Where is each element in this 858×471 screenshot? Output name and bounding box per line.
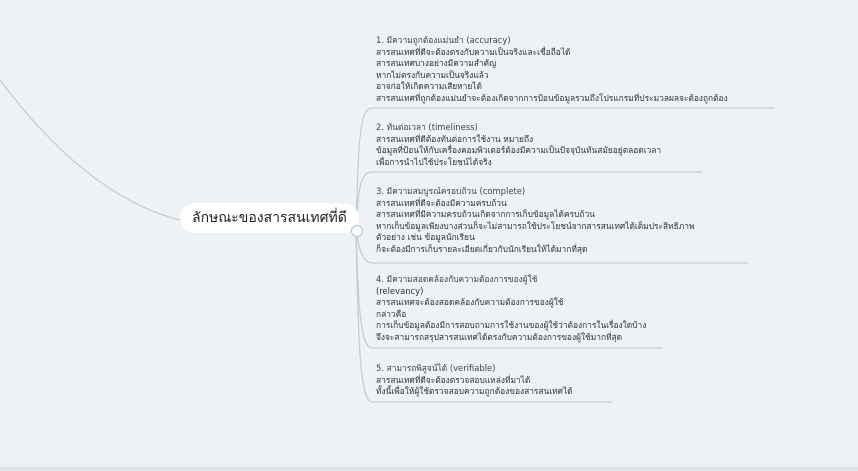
subtopic-title: 2. ทันต่อเวลา (timeliness) xyxy=(376,122,478,132)
subtopic-title: 5. สามารถพิสูจน์ได้ (verifiable) xyxy=(376,363,496,373)
subtopic-timeliness[interactable]: 2. ทันต่อเวลา (timeliness) สารสนเทศที่ดี… xyxy=(376,122,661,168)
subtopic-line: ข้อมูลที่ป้อนให้กับเครื่องคอมพิวเตอร์ต้อ… xyxy=(376,145,662,156)
subtopic-title: 4. มีความสอดคล้องกับความต้องการของผู้ใช้ xyxy=(376,274,538,284)
subtopic-line: (relevancy) xyxy=(376,285,424,296)
subtopic-line: สารสนเทศที่ดีต้องทันต่อการใช้งาน หมายถึง xyxy=(376,133,534,144)
subtopic-line: กล่าวคือ xyxy=(376,308,407,319)
subtopic-line: สารสนเทศที่ถูกต้องแม่นยำจะต้องเกิดจากการ… xyxy=(376,92,728,103)
subtopic-line: สารสนเทศบางอย่างมีความสำคัญ xyxy=(376,58,497,69)
bottom-scroll-edge xyxy=(0,467,858,471)
subtopic-line: ก็จะต้องมีการเก็บรายละเอียดเกี่ยวกับนักเ… xyxy=(376,243,588,254)
subtopic-line: ทั้งนี้เพื่อให้ผู้ใช้ตรวจสอบความถูกต้องข… xyxy=(376,386,573,397)
subtopic-line: จึงจะสามารถสรุปสารสนเทศได้ตรงกับความต้อง… xyxy=(376,331,623,342)
subtopic-verifiable[interactable]: 5. สามารถพิสูจน์ได้ (verifiable) สารสนเท… xyxy=(376,363,573,398)
central-topic-label: ลักษณะของสารสนเทศที่ดี xyxy=(192,210,347,226)
subtopic-title: 3. มีความสมบูรณ์ครอบถ้วน (complete) xyxy=(376,186,526,196)
subtopic-line: สารสนเทศจะต้องสอดคล้องกับความต้องการของผ… xyxy=(376,297,564,308)
collapse-toggle[interactable] xyxy=(351,225,363,237)
subtopic-line: หากไม่ตรงกับความเป็นจริงแล้ว xyxy=(376,69,489,80)
subtopic-relevancy[interactable]: 4. มีความสอดคล้องกับความต้องการของผู้ใช้… xyxy=(376,274,646,344)
subtopic-title: 1. มีความถูกต้องแม่นยำ (accuracy) xyxy=(376,35,511,45)
subtopic-complete[interactable]: 3. มีความสมบูรณ์ครอบถ้วน (complete) สารส… xyxy=(376,186,695,256)
subtopic-line: สารสนเทศที่ดีจะต้องมีความครบถ้วน xyxy=(376,197,507,208)
subtopic-line: ตัวอย่าง เช่น ข้อมูลนักเรียน xyxy=(376,232,475,243)
subtopic-line: สารสนเทศที่ดีจะต้องตรวจสอบแหล่งที่มาได้ xyxy=(376,374,531,385)
branch-connector-1 xyxy=(355,107,775,231)
subtopic-line: หากเก็บข้อมูลเพียงบางส่วนก็จะไม่สามารถใช… xyxy=(376,220,695,231)
parent-connector xyxy=(0,79,181,221)
subtopic-line: เพื่อการนำไปใช้ประโยชน์ได้จริง xyxy=(376,156,492,167)
subtopic-line: การเก็บข้อมูลต้องมีการสอบถามการใช้งานของ… xyxy=(376,320,647,331)
subtopic-line: สารสนเทศที่มีความครบถ้วนเกิดจากการเก็บข้… xyxy=(376,209,595,220)
branch-connector-5 xyxy=(355,229,612,403)
subtopic-accuracy[interactable]: 1. มีความถูกต้องแม่นยำ (accuracy) สารสนเ… xyxy=(376,35,728,105)
subtopic-line: อาจก่อให้เกิดความเสียหายได้ xyxy=(376,81,482,92)
central-topic[interactable]: ลักษณะของสารสนเทศที่ดี xyxy=(180,203,359,233)
subtopic-line: สารสนเทศที่ดีจะต้องตรงกับความเป็นจริงและ… xyxy=(376,46,571,57)
